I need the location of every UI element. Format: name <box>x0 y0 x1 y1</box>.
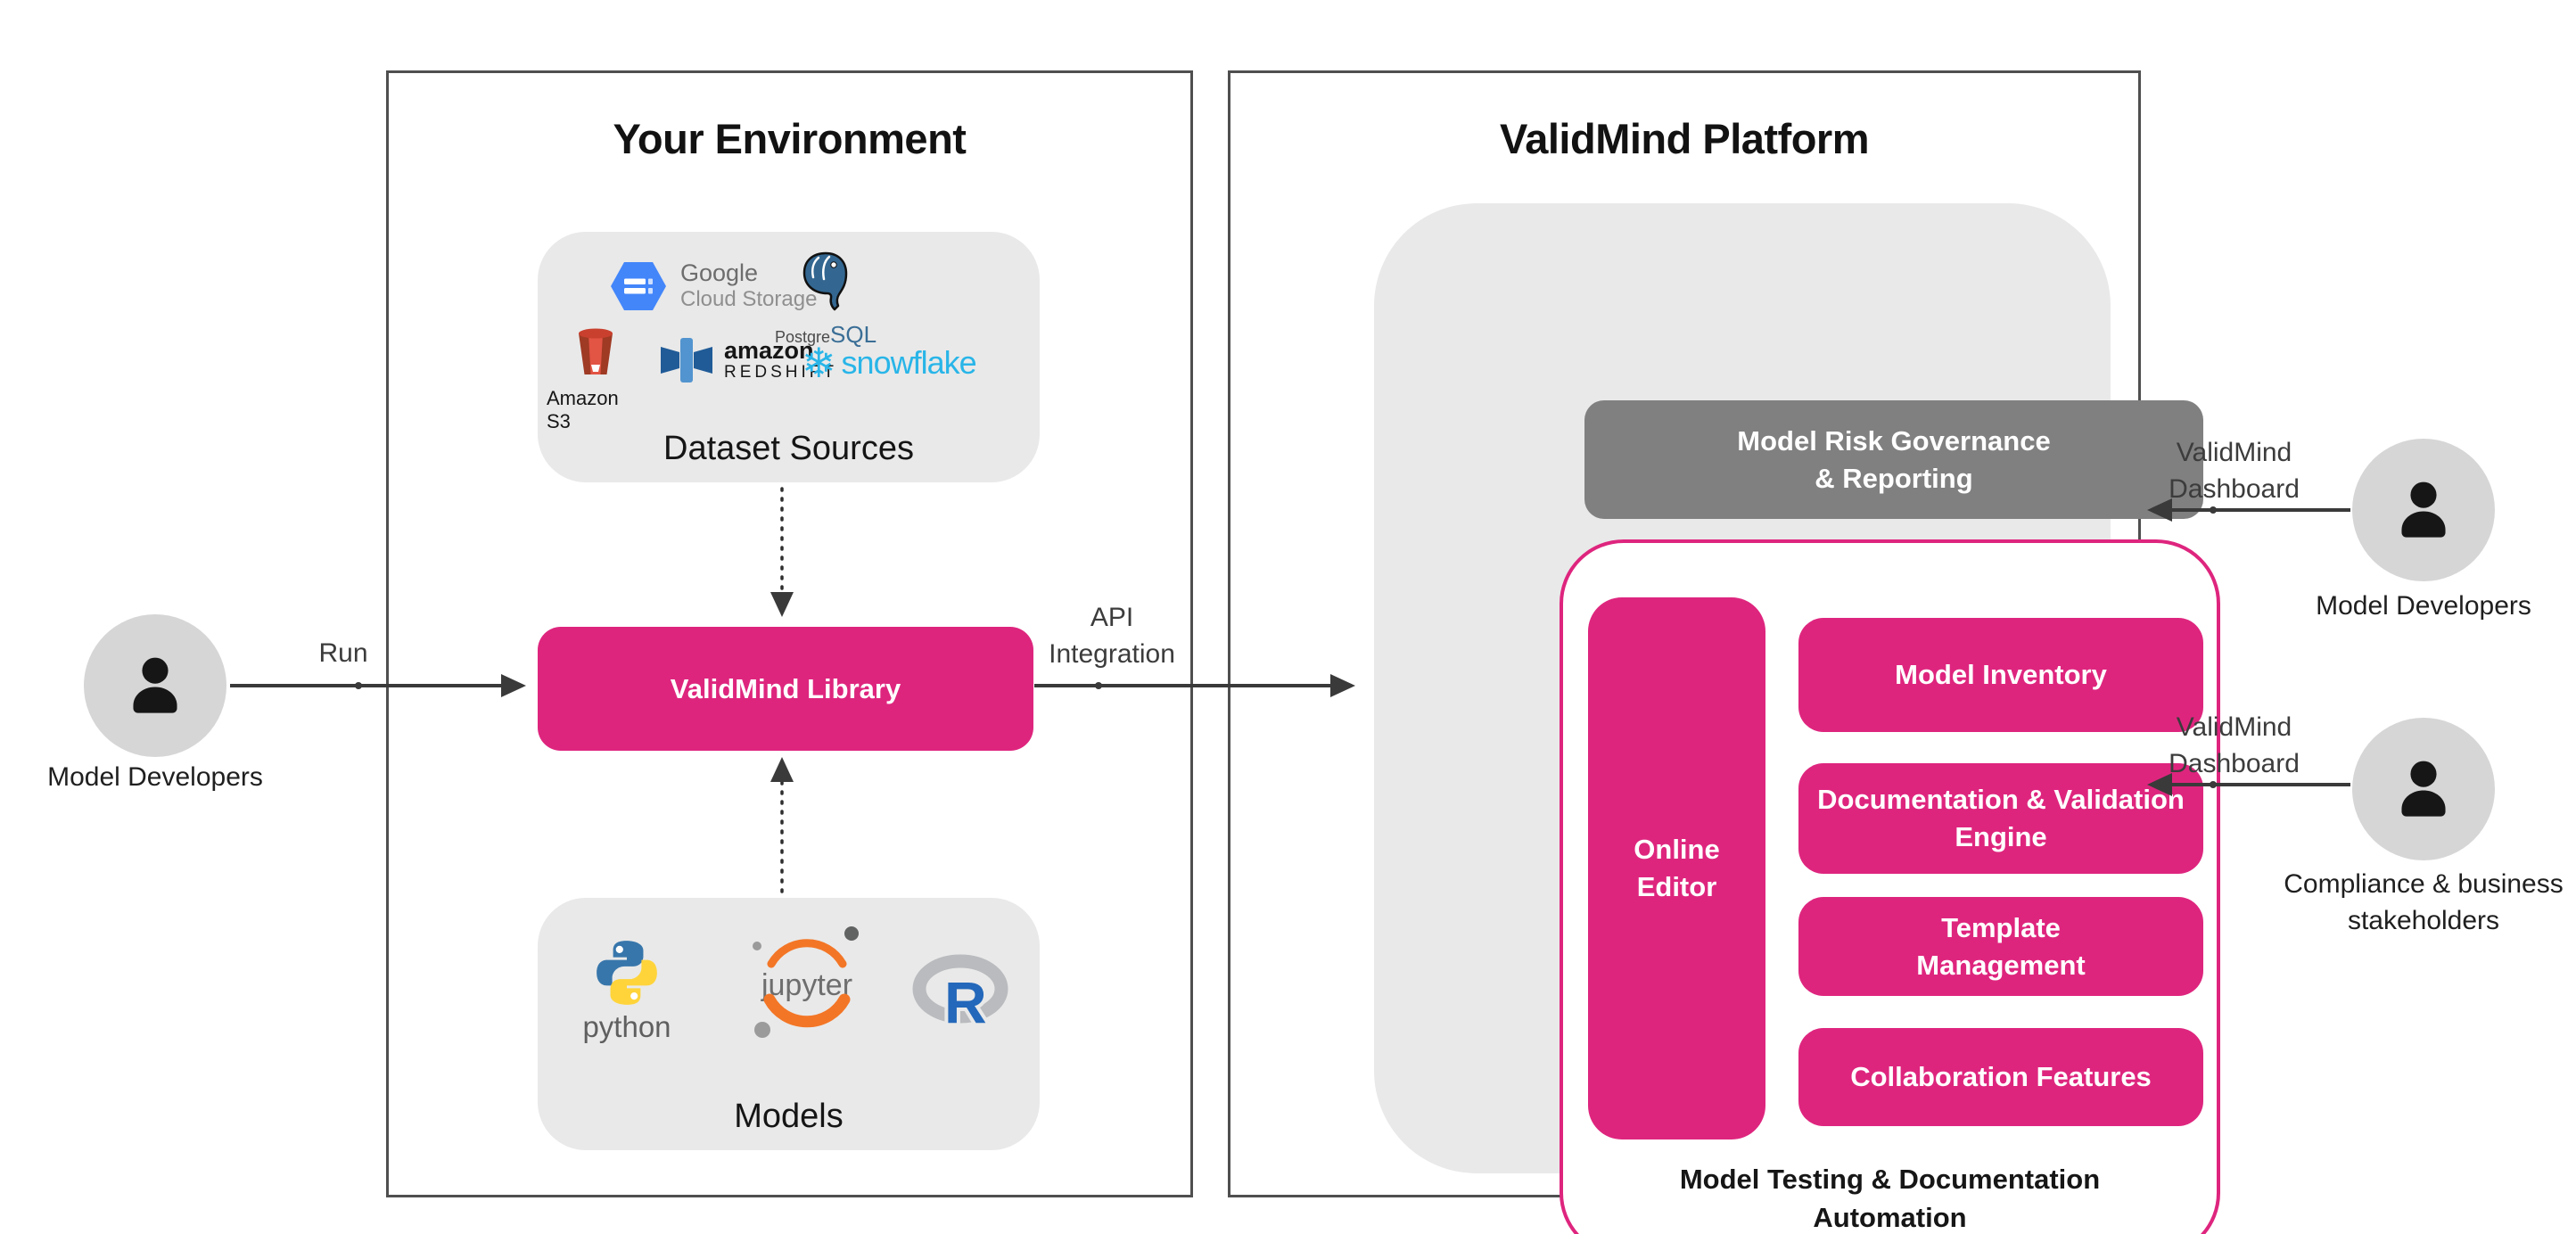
dashboard-bottom-label: ValidMind Dashboard <box>2169 712 2300 779</box>
run-label: Run <box>318 638 368 668</box>
governance-node: Model Risk Governance & Reporting <box>1584 400 2203 519</box>
your-environment-panel: Your Environment Google Cloud Storage <box>386 70 1193 1197</box>
environment-title: Your Environment <box>613 115 967 162</box>
redshift-label-line1: amazon <box>724 336 814 364</box>
documentation-validation-engine-node: Documentation & Validation Engine <box>1798 763 2203 874</box>
jupyter-label: jupyter <box>761 968 852 1002</box>
api-integration-label: API Integration <box>1049 603 1175 670</box>
gcs-label-line2: Cloud Storage <box>680 286 818 311</box>
compliance-stakeholders-avatar <box>2352 718 2495 860</box>
automation-label: Model Testing & Documentation Automation <box>1679 1164 2101 1234</box>
validmind-library-label: ValidMind Library <box>670 672 901 704</box>
run-arrow-joint <box>355 682 362 689</box>
governance-label: Model Risk Governance & Reporting <box>1737 424 2051 494</box>
validmind-library-node: ValidMind Library <box>538 627 1033 751</box>
dataset-sources-box: Google Cloud Storage PostgreSQL <box>538 232 1040 482</box>
validmind-platform-panel: ValidMind Platform Model Risk Governance… <box>1228 70 2220 1234</box>
online-editor-label: Online Editor <box>1634 834 1720 902</box>
snowflake-label: snowflake <box>841 344 977 381</box>
python-logo: python <box>569 937 685 1044</box>
snowflake-icon: ❄ <box>802 339 836 387</box>
model-developers-right-label: Model Developers <box>2316 591 2531 621</box>
jupyter-logo: jupyter <box>753 926 859 1038</box>
online-editor-node: Online Editor <box>1588 597 1765 1139</box>
compliance-stakeholders-label: Compliance & business stakeholders <box>2284 869 2564 935</box>
person-icon <box>2401 761 2446 817</box>
models-label: Models <box>734 1098 844 1135</box>
python-label: python <box>582 1010 671 1043</box>
dataset-sources-label: Dataset Sources <box>663 430 914 467</box>
r-logo: R <box>912 954 1008 1033</box>
model-developers-left-label: Model Developers <box>47 762 263 792</box>
person-icon <box>2401 481 2446 538</box>
platform-container: Model Risk Governance & Reporting Online… <box>1374 203 2220 1234</box>
redshift-icon <box>661 338 712 383</box>
google-cloud-storage-logo: Google Cloud Storage <box>609 259 818 312</box>
models-box: python jupyter R Models <box>538 898 1040 1150</box>
template-management-node: Template Management <box>1798 897 2203 996</box>
postgresql-elephant-icon <box>802 251 848 311</box>
snowflake-logo: ❄ snowflake <box>802 339 977 387</box>
redshift-label-line2: REDSHIFT <box>724 363 837 383</box>
model-inventory-node: Model Inventory <box>1798 618 2203 732</box>
amazon-redshift-logo: amazon REDSHIFT <box>658 332 837 389</box>
model-inventory-label: Model Inventory <box>1895 659 2107 691</box>
gcs-label-line1: Google <box>680 259 759 286</box>
template-management-label: Template Management <box>1916 911 2086 981</box>
documentation-validation-engine-label: Documentation & Validation Engine <box>1817 784 2185 852</box>
gcs-hexagon-icon <box>611 262 666 311</box>
postgresql-label: PostgreSQL <box>774 321 877 348</box>
collaboration-features-node: Collaboration Features <box>1798 1028 2203 1126</box>
collaboration-features-label: Collaboration Features <box>1850 1061 2152 1093</box>
r-label: R <box>944 969 987 1033</box>
model-developers-left-avatar <box>84 614 226 757</box>
s3-label: Amazon S3 <box>547 387 619 432</box>
amazon-s3-logo: Amazon S3 <box>547 323 645 433</box>
postgresql-logo: PostgreSQL <box>768 250 884 349</box>
model-developers-right-avatar <box>2352 439 2495 581</box>
python-icon <box>597 941 657 1005</box>
s3-bucket-icon <box>579 328 613 374</box>
person-icon <box>133 657 177 713</box>
dashboard-top-label: ValidMind Dashboard <box>2169 438 2300 505</box>
platform-title: ValidMind Platform <box>1499 115 1870 162</box>
